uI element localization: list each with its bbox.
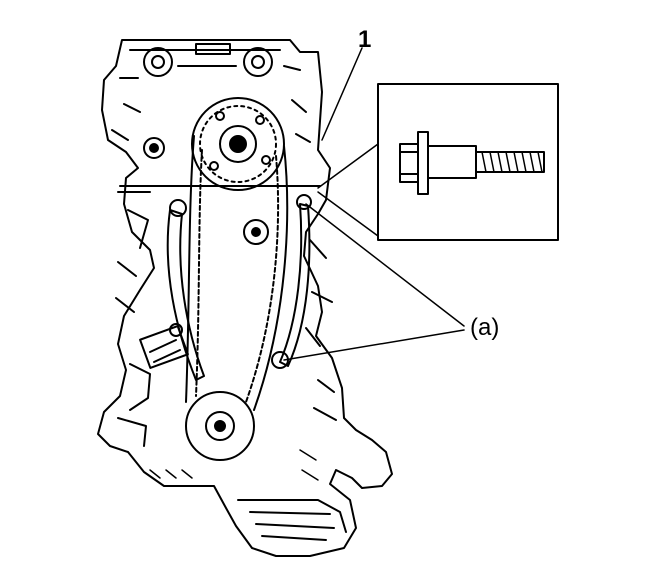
- camshaft-cover-bolts: [143, 47, 273, 159]
- chain-guides: [166, 203, 311, 381]
- bolt-detail-inset: [377, 83, 559, 241]
- chain-tensioner: [139, 219, 269, 369]
- guide-bolts: [169, 194, 312, 369]
- crankshaft-sprocket: [185, 391, 255, 461]
- leader-lines: [283, 47, 465, 361]
- engine-block: [97, 39, 393, 557]
- callout-part-a: (a): [470, 314, 500, 341]
- callout-part-1: 1: [358, 26, 372, 53]
- camshaft-sprocket: [191, 97, 285, 191]
- timing-chain: [185, 135, 289, 411]
